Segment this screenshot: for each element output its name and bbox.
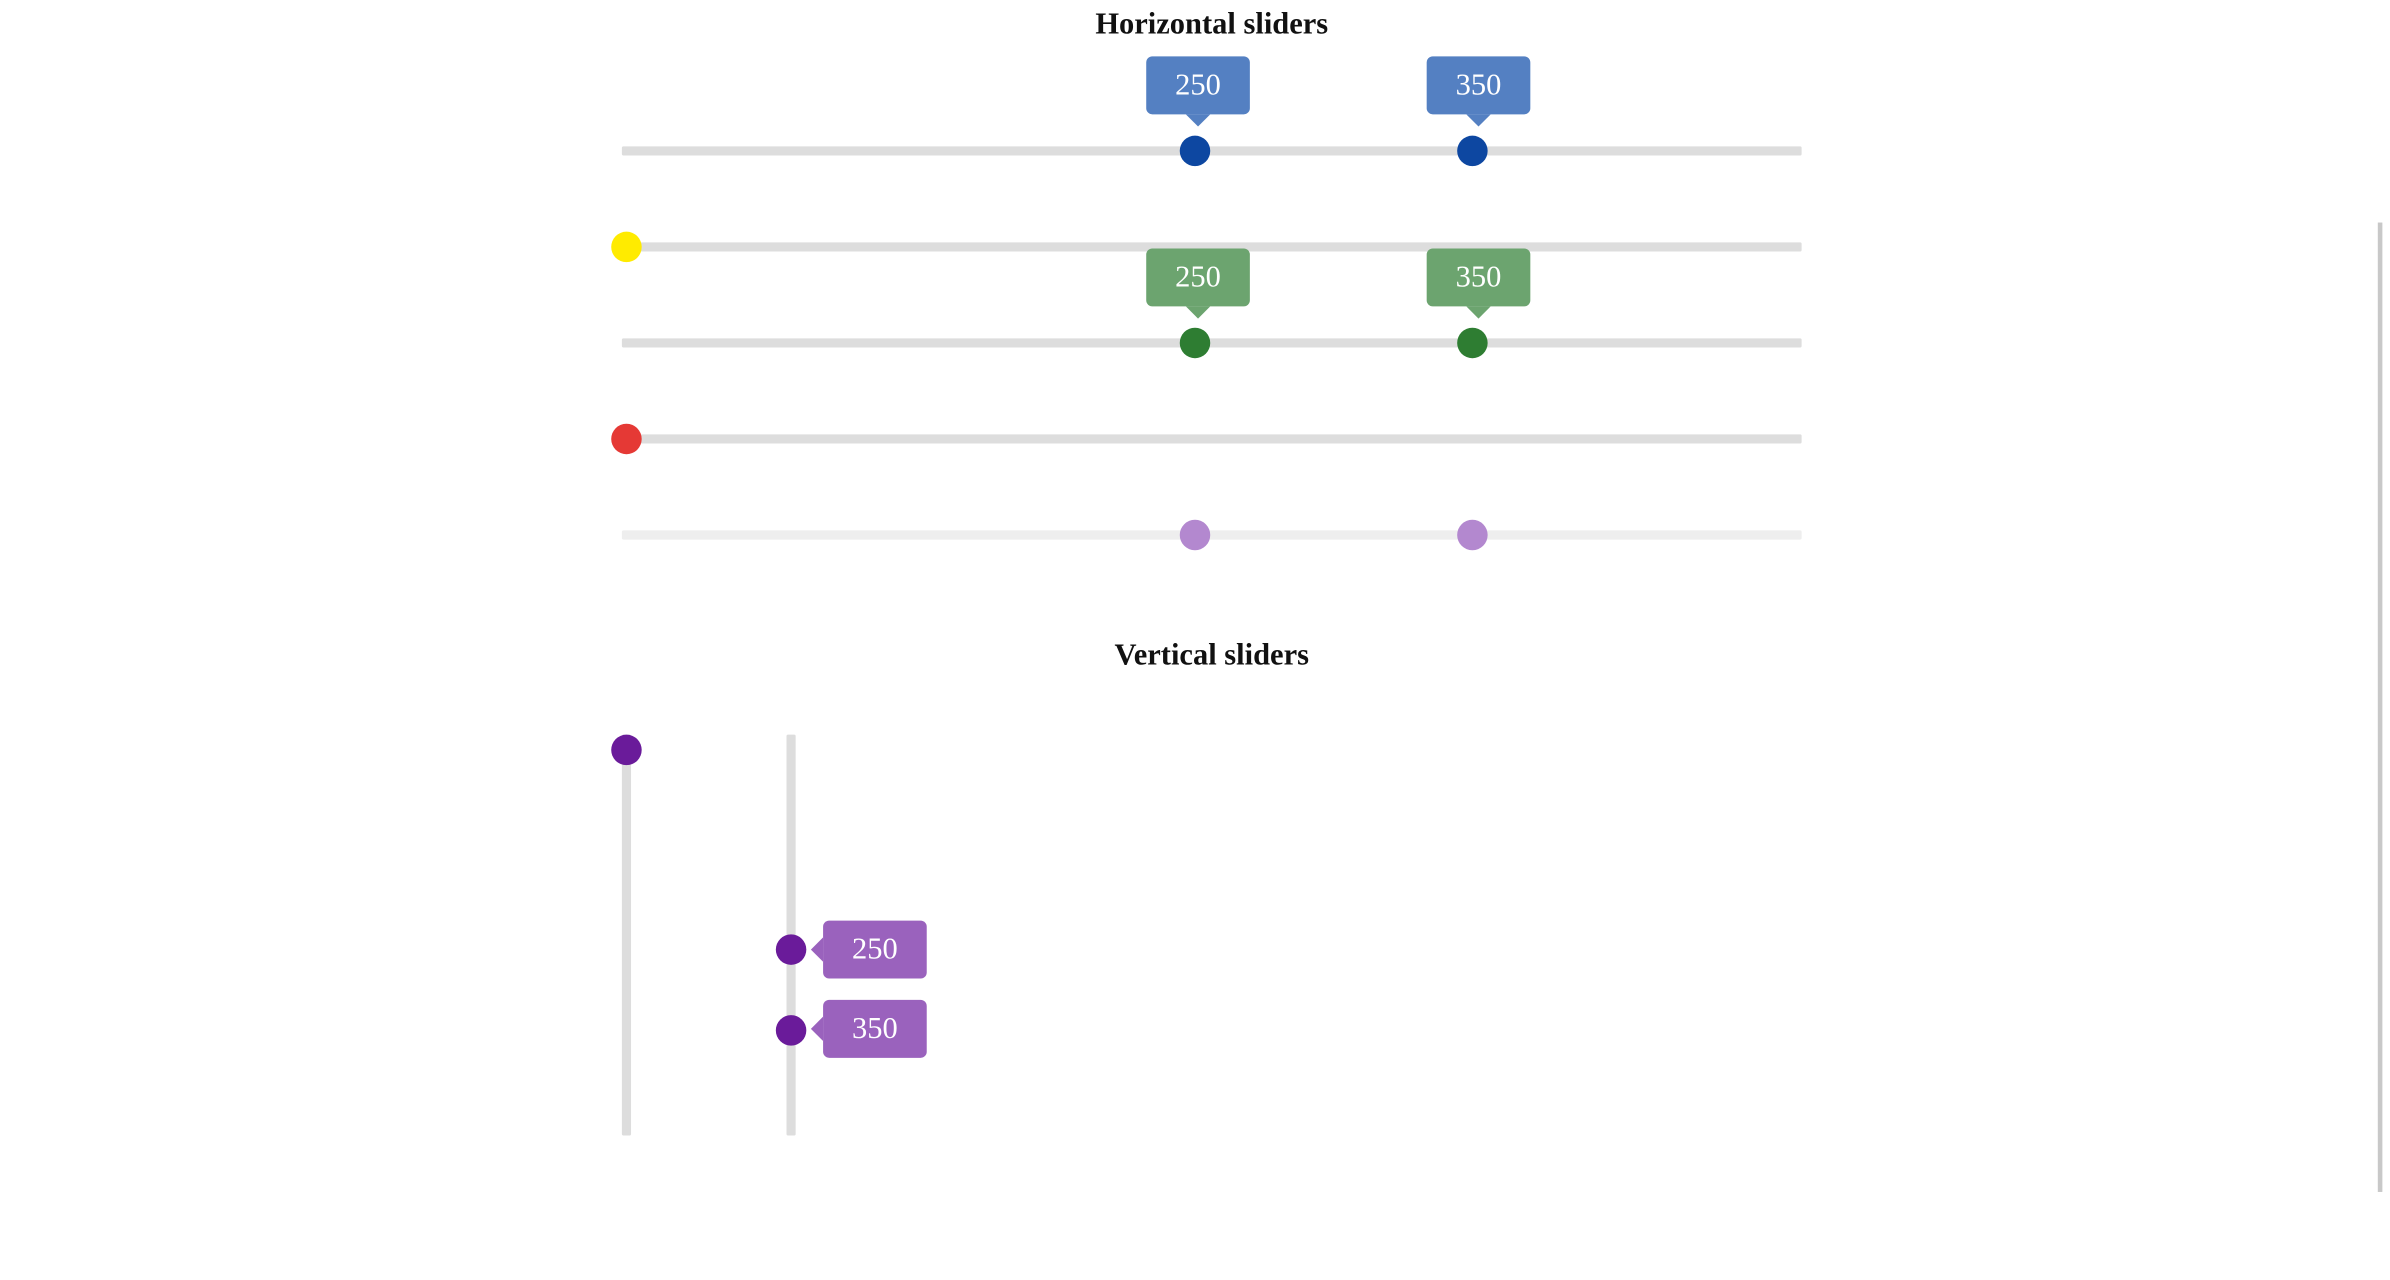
purple-vertical-lower-handle[interactable] <box>775 934 807 965</box>
green-upper-value-tooltip: 350 <box>1426 248 1531 319</box>
green-upper-handle[interactable] <box>1457 327 1488 359</box>
lavender-lower-handle[interactable] <box>1179 519 1211 551</box>
purple-vertical-upper-value-tooltip: 350 <box>810 999 927 1058</box>
green-lower-value-tooltip: 250 <box>1146 248 1250 319</box>
yellow-handle[interactable] <box>611 231 642 263</box>
purple-vertical-upper-handle[interactable] <box>775 1015 807 1046</box>
green-lower-handle[interactable] <box>1179 327 1211 359</box>
purple-vertical-slider-track[interactable] <box>621 734 632 1136</box>
blue-lower-handle[interactable] <box>1179 135 1211 167</box>
vertical-sliders-heading: Vertical sliders <box>1114 638 1309 673</box>
red-slider-track[interactable] <box>621 434 1802 444</box>
horizontal-sliders-heading: Horizontal sliders <box>1095 7 1329 42</box>
blue-range-slider-track[interactable] <box>621 146 1802 156</box>
vertical-scrollbar[interactable] <box>2377 222 2383 1192</box>
red-handle[interactable] <box>611 423 642 455</box>
green-range-slider-track[interactable] <box>621 338 1802 348</box>
blue-lower-value-tooltip: 250 <box>1146 56 1250 127</box>
lavender-range-slider-track[interactable] <box>621 530 1802 540</box>
lavender-upper-handle[interactable] <box>1457 519 1488 551</box>
purple-vertical-handle[interactable] <box>611 734 642 766</box>
purple-vertical-lower-value-tooltip: 250 <box>810 920 927 979</box>
blue-upper-value-tooltip: 350 <box>1426 56 1531 127</box>
yellow-slider-track[interactable] <box>621 242 1802 252</box>
blue-upper-handle[interactable] <box>1457 135 1488 167</box>
